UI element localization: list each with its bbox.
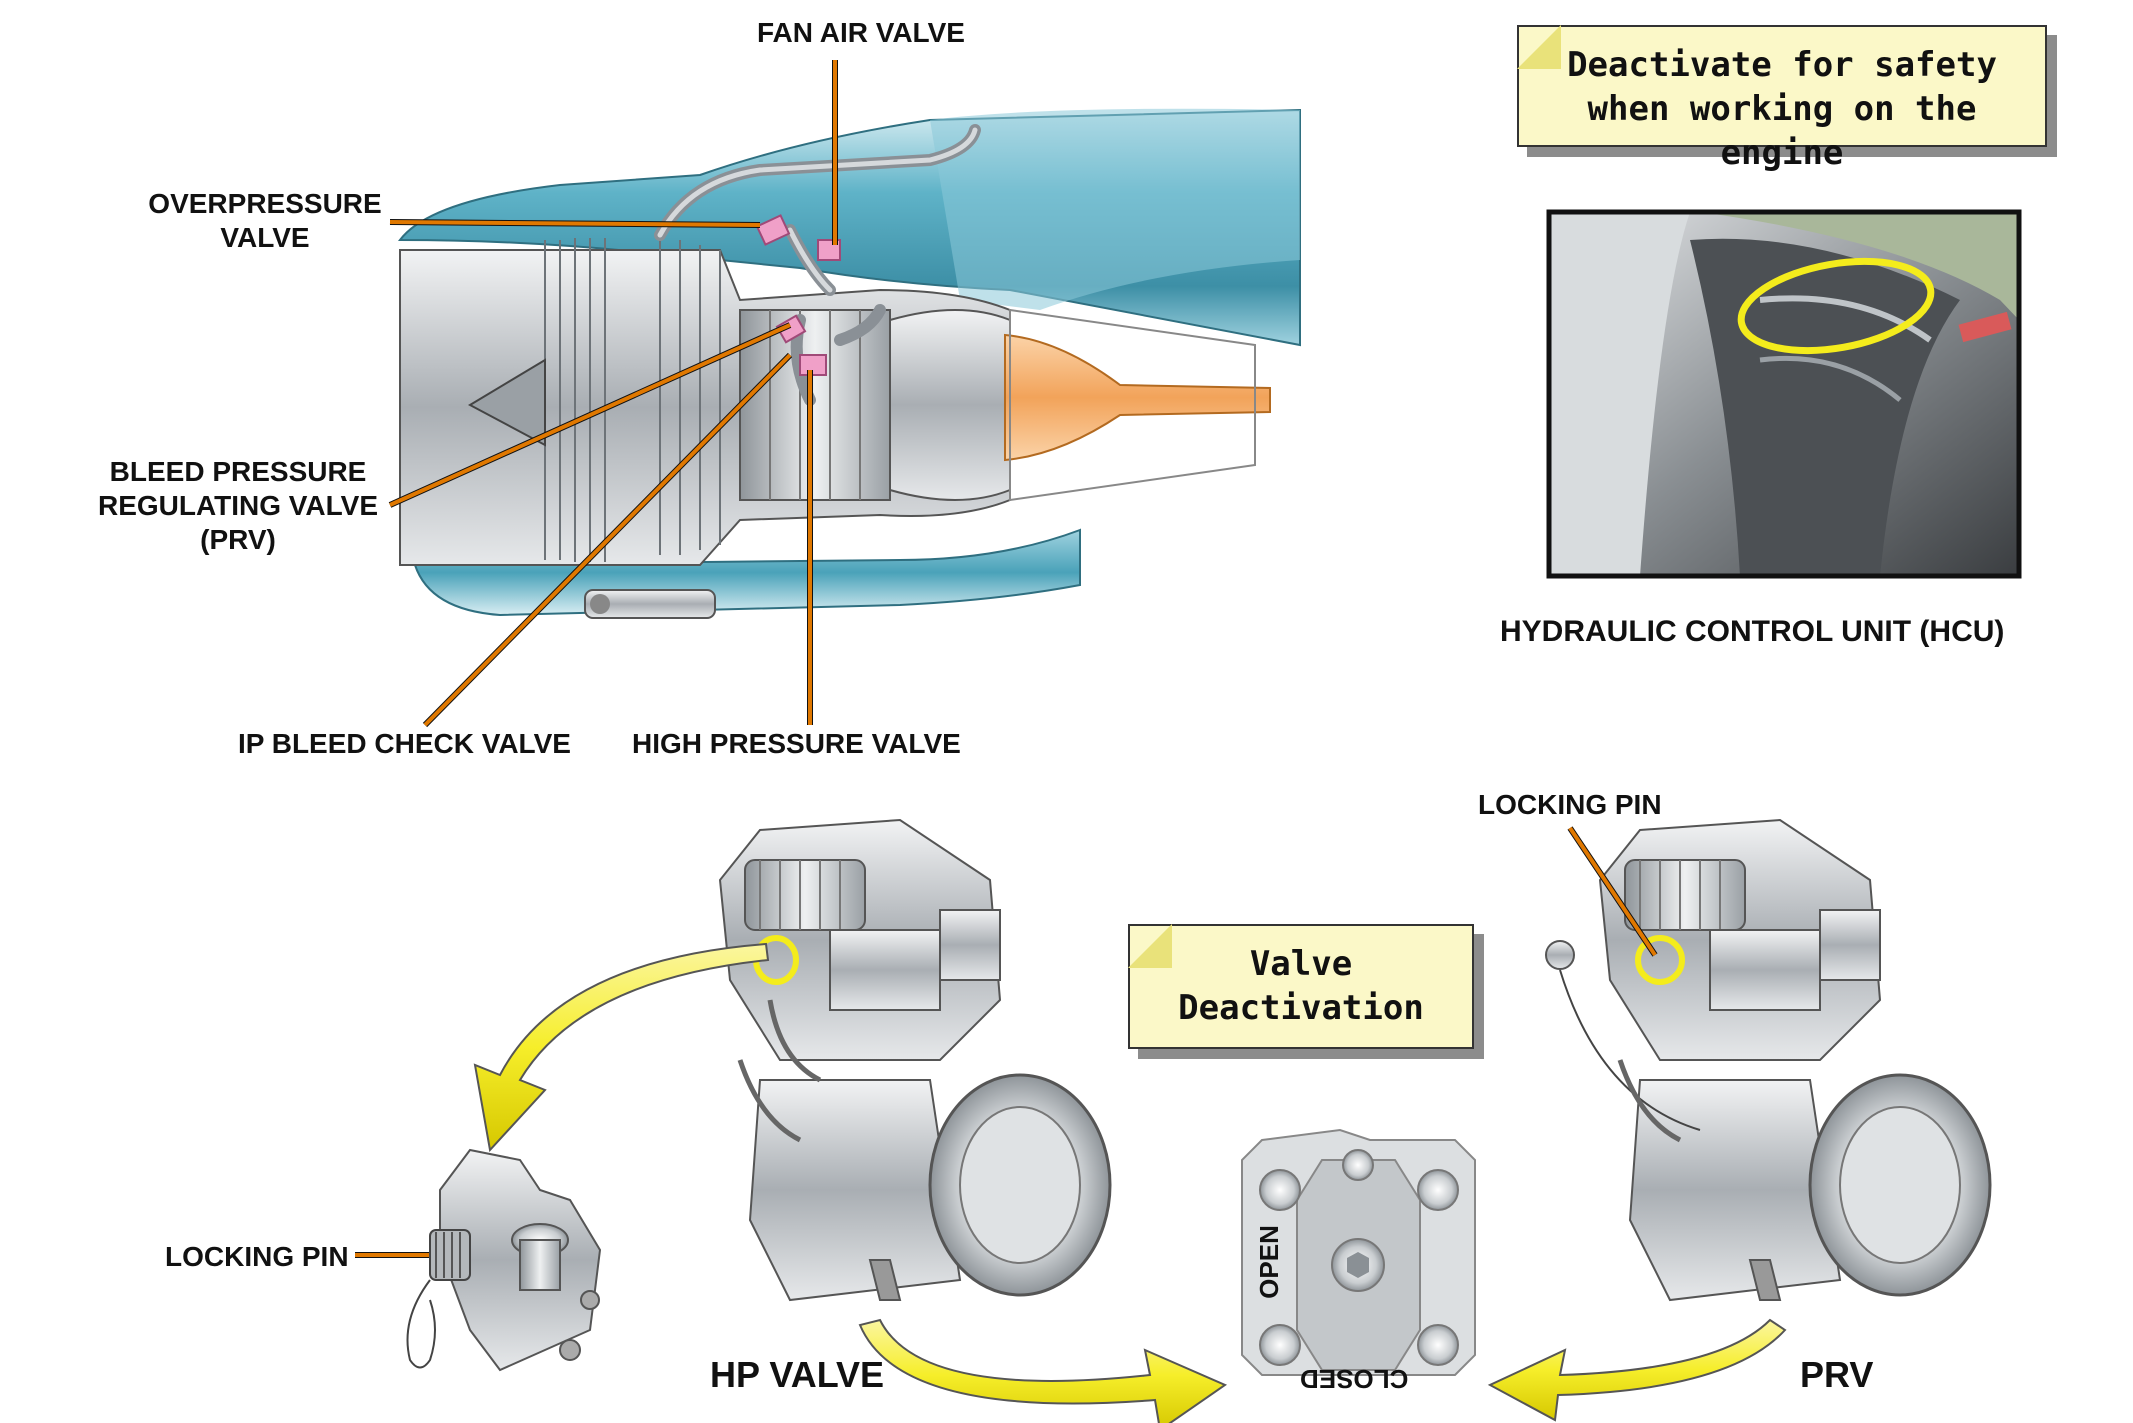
hp-valve-label: HP VALVE bbox=[710, 1354, 885, 1395]
hp-valve-illustration bbox=[718, 818, 1112, 1302]
bleed-prv-label: BLEED PRESSURE REGULATING VALVE (PRV) bbox=[88, 455, 388, 557]
closed-indicator-text: CLOSED bbox=[1300, 1364, 1409, 1394]
note-fold-icon bbox=[1517, 25, 1561, 69]
arrows bbox=[473, 942, 1787, 1423]
overpressure-valve-label: OVERPRESSURE VALVE bbox=[140, 187, 390, 255]
hcu-photo bbox=[1546, 209, 2022, 579]
bleed-prv-label-line1: BLEED PRESSURE bbox=[109, 456, 367, 487]
ip-bleed-check-valve-label: IP BLEED CHECK VALVE bbox=[238, 728, 571, 759]
prv-label: PRV bbox=[1800, 1354, 1874, 1395]
valve-deactivation-note-line2: Deactivation bbox=[1178, 988, 1424, 1028]
prv-illustration bbox=[1545, 818, 1992, 1302]
open-indicator-text: OPEN bbox=[1253, 1225, 1284, 1299]
note-fold-icon bbox=[1128, 924, 1172, 968]
engine-cutaway-illustration bbox=[397, 108, 1301, 619]
valve-deactivation-note-line1: Valve bbox=[1249, 944, 1353, 984]
bleed-prv-label-line2: REGULATING VALVE bbox=[98, 490, 378, 521]
fan-air-valve-label: FAN AIR VALVE bbox=[757, 17, 965, 48]
hcu-caption: HYDRAULIC CONTROL UNIT (HCU) bbox=[1500, 615, 2005, 648]
leader-lines bbox=[388, 60, 838, 728]
locking-pin-detail bbox=[406, 1148, 602, 1372]
bleed-prv-label-line3: (PRV) bbox=[200, 524, 276, 555]
overpressure-valve-label-line2: VALVE bbox=[220, 222, 310, 253]
safety-note: Deactivate for safety when working on th… bbox=[1517, 25, 2047, 173]
safety-note-line2: when working on the engine bbox=[1587, 89, 1977, 173]
open-closed-indicator-plate bbox=[1241, 1128, 1476, 1376]
high-pressure-valve-label: HIGH PRESSURE VALVE bbox=[632, 728, 961, 759]
locking-pin-label-prv: LOCKING PIN bbox=[1478, 789, 1662, 820]
overpressure-valve-label-line1: OVERPRESSURE bbox=[148, 188, 382, 219]
safety-note-line1: Deactivate for safety bbox=[1567, 45, 1997, 85]
valve-deactivation-note: Valve Deactivation bbox=[1128, 924, 1474, 1049]
locking-pin-label-detail: LOCKING PIN bbox=[165, 1241, 349, 1272]
